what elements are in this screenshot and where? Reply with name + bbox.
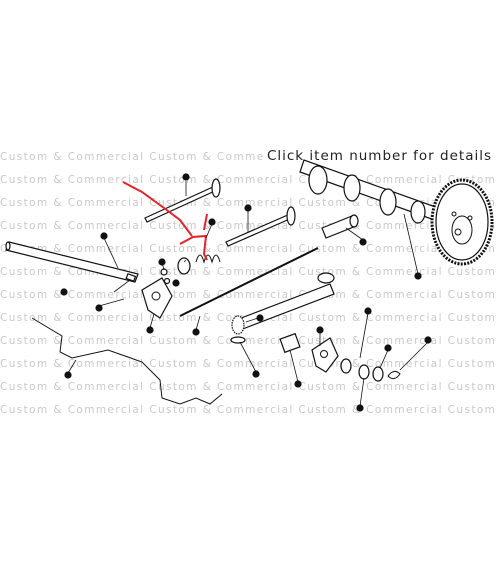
callout-pedestal[interactable] bbox=[294, 380, 302, 388]
valves-drawing bbox=[144, 178, 296, 247]
callout-valve-spring[interactable] bbox=[208, 218, 216, 226]
callout-push-rod[interactable] bbox=[192, 328, 200, 336]
callout-valve-top[interactable] bbox=[182, 173, 190, 181]
oil-pipe-drawing bbox=[31, 317, 223, 405]
callout-camshaft[interactable] bbox=[414, 272, 422, 280]
annotation-arrow bbox=[179, 234, 208, 261]
callout-cam-follower[interactable] bbox=[359, 238, 367, 246]
callout-dots bbox=[60, 173, 432, 412]
camshaft-drawing bbox=[299, 159, 494, 266]
callout-circlip[interactable] bbox=[384, 344, 392, 352]
callout-tube[interactable] bbox=[256, 314, 264, 322]
callout-collet[interactable] bbox=[172, 279, 180, 287]
annotation-arrow bbox=[203, 213, 208, 231]
callout-rocker-arm[interactable] bbox=[146, 326, 154, 334]
callout-rocker-shaft[interactable] bbox=[100, 232, 108, 240]
rocker-arm-drawing bbox=[141, 277, 339, 373]
tappet-drawing bbox=[321, 214, 359, 239]
callout-nut-small[interactable] bbox=[95, 304, 103, 312]
instruction-text: Click item number for details bbox=[264, 148, 494, 164]
small-parts-drawing bbox=[125, 272, 401, 382]
callout-washer[interactable] bbox=[364, 307, 372, 315]
callout-seal-ring[interactable] bbox=[252, 370, 260, 378]
rocker-shaft-drawing bbox=[5, 241, 139, 283]
callout-spring-cap[interactable] bbox=[158, 258, 166, 266]
callout-spring-washer[interactable] bbox=[356, 404, 364, 412]
callout-clip[interactable] bbox=[424, 336, 432, 344]
callout-rocker-arm-2[interactable] bbox=[316, 326, 324, 334]
leader-lines bbox=[67, 181, 429, 407]
callout-push-rod-long[interactable] bbox=[244, 204, 252, 212]
annotation-arrow bbox=[122, 181, 193, 237]
callout-shaft-plug[interactable] bbox=[60, 288, 68, 296]
spring-drawing bbox=[160, 254, 221, 285]
callout-oil-pipe[interactable] bbox=[64, 371, 72, 379]
